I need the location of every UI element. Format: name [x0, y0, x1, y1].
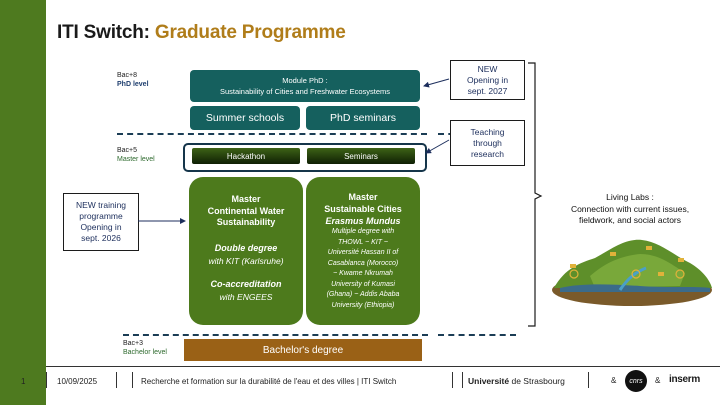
footer-date: 10/09/2025 [57, 377, 98, 386]
double-degree-title: Double degree [214, 242, 278, 253]
living-labs-bracket [528, 62, 543, 327]
inserm-logo: inserm [669, 374, 700, 385]
footer-text: Recherche et formation sur la durabilité… [141, 377, 397, 386]
double-degree-with: with KIT (Karlsruhe) [208, 255, 284, 266]
phd-note-line1: NEW [477, 63, 498, 74]
footer-separator-1 [46, 372, 47, 388]
master-left-title-3: Sustainability [216, 217, 276, 227]
teaching-note: Teaching through research [450, 120, 525, 166]
cnrs-logo-text: cnrs [629, 377, 643, 385]
living-labs-line3: fieldwork, and social actors [578, 215, 682, 225]
master-right-title-2: Sustainable Cities [324, 203, 402, 214]
footer-separator-6 [588, 372, 589, 388]
page-title: ITI Switch: Graduate Programme [57, 22, 346, 44]
footer-separator-3 [132, 372, 133, 388]
phd-module-box: Module PhD : Sustainability of Cities an… [190, 70, 420, 102]
phd-seminars-label: PhD seminars [330, 112, 396, 124]
mundus-line-4: Casablanca (Morocco) [327, 259, 399, 267]
level-phd-label: PhD level [117, 81, 149, 88]
footer-page-number: 1 [21, 377, 26, 386]
erasmus-mundus-title: Erasmus Mundus [325, 216, 401, 226]
phd-master-divider [117, 133, 427, 135]
co-accreditation-title: Co-accreditation [210, 278, 282, 289]
level-master: Bac+5 Master level [117, 146, 155, 164]
phd-opening-note: NEW Opening in sept. 2027 [450, 60, 525, 100]
mundus-line-1: Multiple degree with [331, 228, 395, 235]
cnrs-logo: cnrs [625, 370, 647, 392]
mundus-line-3: Université Hassan II of [327, 249, 399, 256]
training-note-line4: sept. 2026 [81, 233, 121, 243]
mundus-line-5: ~ Kwame Nkrumah [333, 270, 393, 277]
mundus-line-8: University (Ethiopia) [331, 301, 395, 309]
training-note-line2: programme [79, 211, 123, 221]
phd-module-line2: Sustainability of Cities and Freshwater … [219, 87, 391, 96]
arrow-to-phd-module [423, 78, 450, 88]
level-bachelor-code: Bac+3 [123, 340, 144, 347]
level-bachelor-label: Bachelor level [123, 349, 167, 356]
master-left-title-1: Master [231, 194, 261, 204]
training-note-line3: Opening in [80, 222, 122, 232]
bachelors-degree-box: Bachelor's degree [184, 339, 422, 361]
training-note-line1: NEW training [75, 200, 127, 210]
co-accreditation-with: with ENGEES [219, 291, 273, 302]
summer-schools-box: Summer schools [190, 106, 300, 130]
teaching-note-line2: through [473, 137, 502, 148]
university-rest: de Strasbourg [509, 376, 565, 386]
living-labs-text: Living Labs : Connection with current is… [545, 192, 715, 227]
level-phd: Bac+8 PhD level [117, 71, 149, 89]
master-left-title-2: Continental Water [207, 205, 285, 216]
master-bachelor-divider-right [438, 334, 516, 336]
level-master-code: Bac+5 [117, 147, 138, 154]
footer-separator-4 [452, 372, 453, 388]
level-bachelor: Bac+3 Bachelor level [123, 339, 167, 357]
footer-separator-2 [116, 372, 117, 388]
arrow-to-master-bar [425, 139, 450, 154]
teaching-note-line1: Teaching [470, 126, 505, 137]
summer-schools-label: Summer schools [205, 112, 285, 124]
footer-ampersand-2: & [655, 376, 661, 385]
footer-top-line [46, 366, 720, 367]
university-logo-text: Université de Strasbourg [468, 376, 565, 386]
footer-ampersand-1: & [611, 376, 617, 385]
living-labs-landscape-illustration [552, 239, 712, 306]
level-master-label: Master level [117, 156, 155, 163]
left-sidebar-band [0, 0, 46, 405]
phd-module-line1: Module PhD : [282, 76, 328, 85]
footer-separator-5 [462, 372, 463, 388]
hackathon-label: Hackathon [226, 151, 266, 161]
level-phd-code: Bac+8 [117, 72, 138, 79]
phd-seminars-box: PhD seminars [306, 106, 420, 130]
mundus-line-7: (Ghana) ~ Addis Ababa [326, 291, 400, 298]
master-sustainable-cities-box: Master Sustainable Cities Erasmus Mundus… [306, 177, 420, 325]
mundus-line-2: THOWL ~ KIT ~ [337, 238, 389, 246]
training-opening-note: NEW training programme Opening in sept. … [63, 193, 139, 251]
living-labs-line2: Connection with current issues, [570, 203, 690, 214]
inserm-logo-text: inserm [669, 374, 700, 385]
title-part2: Graduate Programme [154, 22, 346, 43]
phd-note-line2: Opening in [466, 74, 509, 85]
seminars-label: Seminars [344, 151, 378, 161]
teaching-note-line3: research [470, 148, 505, 159]
master-bachelor-divider [123, 334, 428, 336]
mundus-line-6: University of Kumasi [331, 280, 395, 288]
master-right-title-1: Master [348, 192, 378, 202]
master-continental-water-box: Master Continental Water Sustainability … [189, 177, 303, 325]
title-part1: ITI Switch: [57, 22, 155, 43]
hackathon-pill: Hackathon [192, 148, 300, 164]
bachelors-degree-label: Bachelor's degree [262, 344, 344, 356]
living-labs-line1: Living Labs : [606, 192, 654, 202]
seminars-pill: Seminars [307, 148, 415, 164]
university-bold: Université [468, 376, 510, 386]
phd-note-line3: sept. 2027 [467, 85, 508, 96]
